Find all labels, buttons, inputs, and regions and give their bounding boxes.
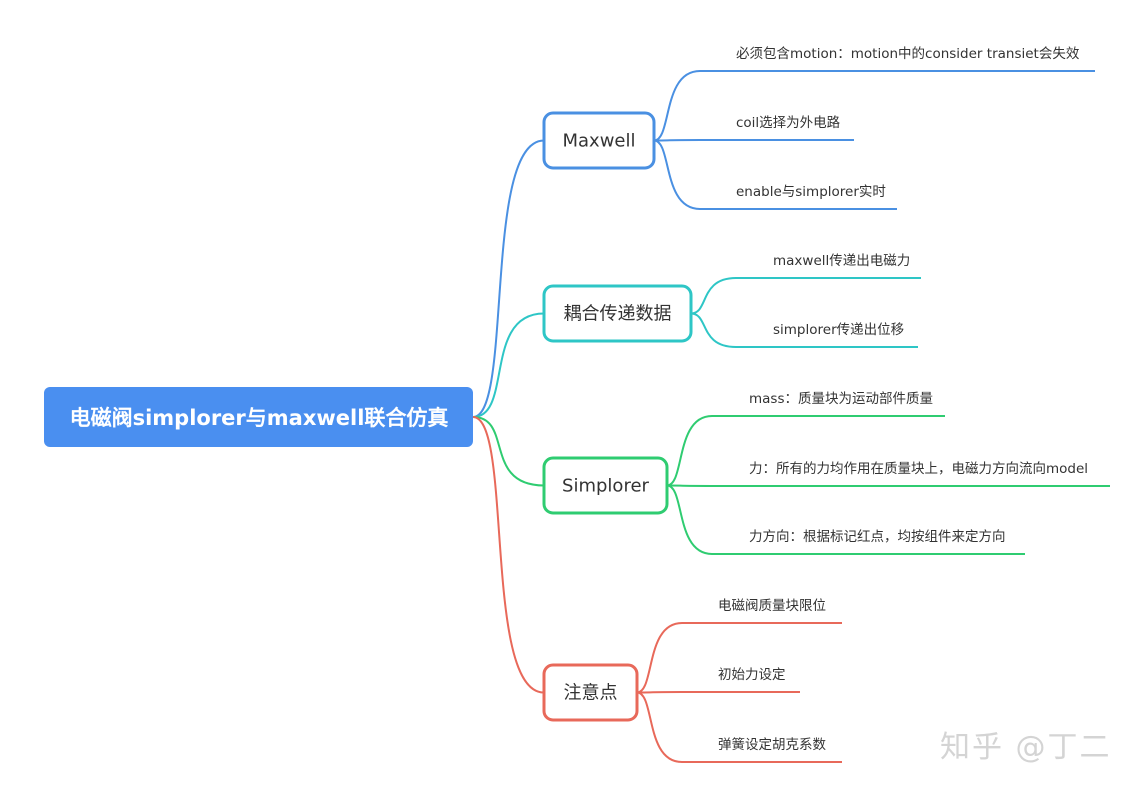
- branch-node[interactable]: Simplorer: [542, 456, 669, 515]
- root-branch-connector: [472, 312, 545, 418]
- leaf-connector: [666, 484, 1025, 555]
- branch-node[interactable]: 耦合传递数据: [542, 284, 693, 343]
- leaf-label[interactable]: 必须包含motion：motion中的consider transiet会失效: [736, 46, 1080, 62]
- branch-label: 注意点: [564, 683, 618, 704]
- leaf-label[interactable]: 弹簧设定胡克系数: [718, 737, 826, 753]
- branch-box: [542, 456, 669, 515]
- leaf-connector: [636, 622, 842, 694]
- leaf-connector: [636, 691, 800, 694]
- leaf-label[interactable]: maxwell传递出电磁力: [773, 253, 910, 269]
- leaf-connector: [690, 277, 921, 315]
- root-branch-connector: [472, 139, 545, 418]
- leaf-connector: [690, 312, 918, 348]
- branch-nodes: Maxwell 耦合传递数据 Simplorer 注意点: [542, 111, 693, 722]
- leaf-connector: [666, 484, 1110, 487]
- root-node[interactable]: 电磁阀simplorer与maxwell联合仿真: [44, 387, 473, 447]
- branch-box: [542, 284, 693, 343]
- root-branch-connector: [472, 416, 545, 694]
- leaf-label[interactable]: simplorer传递出位移: [773, 322, 904, 338]
- leaf-connector: [653, 139, 897, 210]
- branch-box: [542, 663, 639, 722]
- leaf-connector: [653, 139, 854, 142]
- leaf-connector: [636, 691, 842, 763]
- root-branch-connector: [472, 416, 545, 487]
- leaf-label[interactable]: mass：质量块为运动部件质量: [749, 391, 933, 407]
- branch-node[interactable]: 注意点: [542, 663, 639, 722]
- root-label: 电磁阀simplorer与maxwell联合仿真: [70, 406, 449, 430]
- watermark: 知乎 @丁二: [940, 730, 1112, 765]
- branch-label: Maxwell: [562, 131, 635, 152]
- leaf-label[interactable]: 电磁阀质量块限位: [718, 598, 826, 614]
- leaf-label[interactable]: 初始力设定: [718, 666, 786, 683]
- branch-label: 耦合传递数据: [564, 304, 672, 325]
- leaf-label[interactable]: 力方向：根据标记红点，均按组件来定方向: [749, 529, 1006, 545]
- connectors: [472, 70, 1110, 763]
- leaf-label[interactable]: enable与simplorer实时: [736, 184, 886, 200]
- leaf-connector: [666, 415, 945, 487]
- leaf-label[interactable]: 力：所有的力均作用在质量块上，电磁力方向流向model: [749, 461, 1088, 477]
- leaf-label[interactable]: coil选择为外电路: [736, 115, 841, 131]
- branch-node[interactable]: Maxwell: [542, 111, 656, 170]
- branch-label: Simplorer: [562, 476, 649, 497]
- branch-box: [542, 111, 656, 170]
- leaf-connector: [653, 70, 1095, 142]
- leaf-nodes: 必须包含motion：motion中的consider transiet会失效 c…: [718, 46, 1088, 753]
